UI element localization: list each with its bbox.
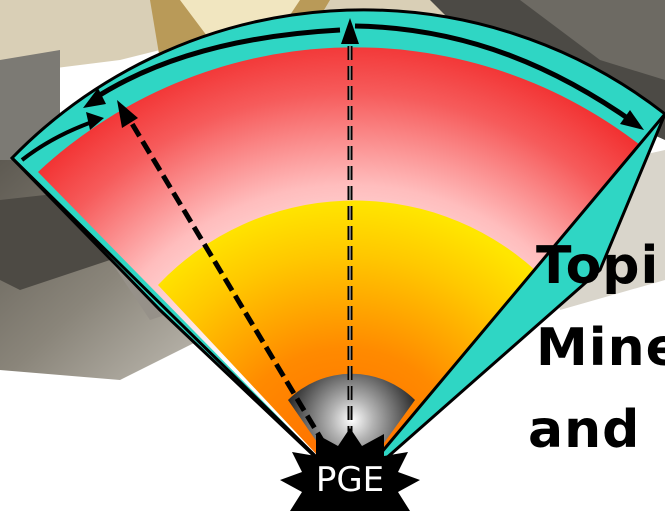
side-caption-line-1: Topi	[536, 236, 659, 296]
pge-label: PGE	[316, 460, 384, 500]
side-caption-line-3: and	[528, 400, 640, 460]
side-caption-line-2: Mine	[536, 318, 665, 378]
